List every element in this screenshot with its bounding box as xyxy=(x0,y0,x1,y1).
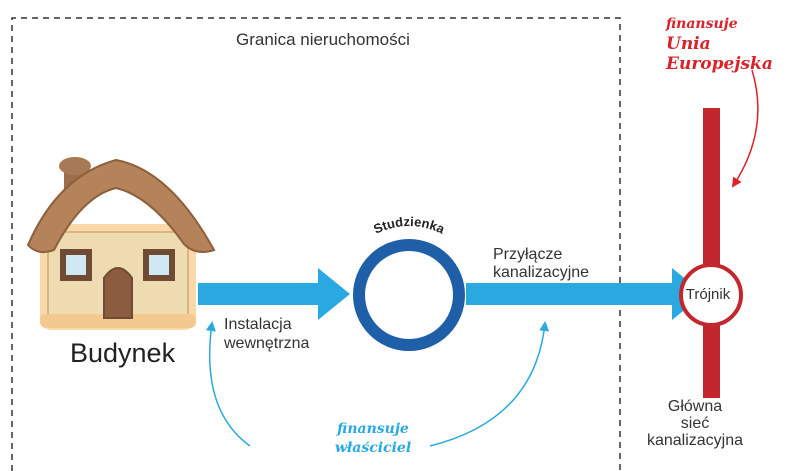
property-boundary xyxy=(11,17,621,471)
owner-funding-arc xyxy=(205,321,251,447)
internal-installation-label: Instalacja wewnętrzna xyxy=(224,316,310,352)
main-network-label: Główna sieć kanalizacyjna xyxy=(646,398,744,449)
property-boundary-label: Granica nieruchomości xyxy=(236,30,410,49)
tee-label: Trójnik xyxy=(685,286,731,303)
house-illustration xyxy=(26,157,216,330)
internal-installation-arrow xyxy=(198,268,350,320)
connection-label: Przyłącze kanalizacyjne xyxy=(493,246,590,281)
eu-funding-arrow xyxy=(731,69,759,188)
eu-funding-label: finansuje Unia Europejska xyxy=(666,16,773,74)
main-sewer-pipe xyxy=(703,108,720,398)
owner-funding-arc-right xyxy=(429,321,550,447)
tee-junction xyxy=(679,263,743,327)
building-label: Budynek xyxy=(70,338,176,368)
inspection-chamber-label: Studzienka xyxy=(371,214,447,237)
inspection-chamber-ring xyxy=(353,239,465,351)
owner-funding-label: finansuje właściciel xyxy=(334,421,412,456)
